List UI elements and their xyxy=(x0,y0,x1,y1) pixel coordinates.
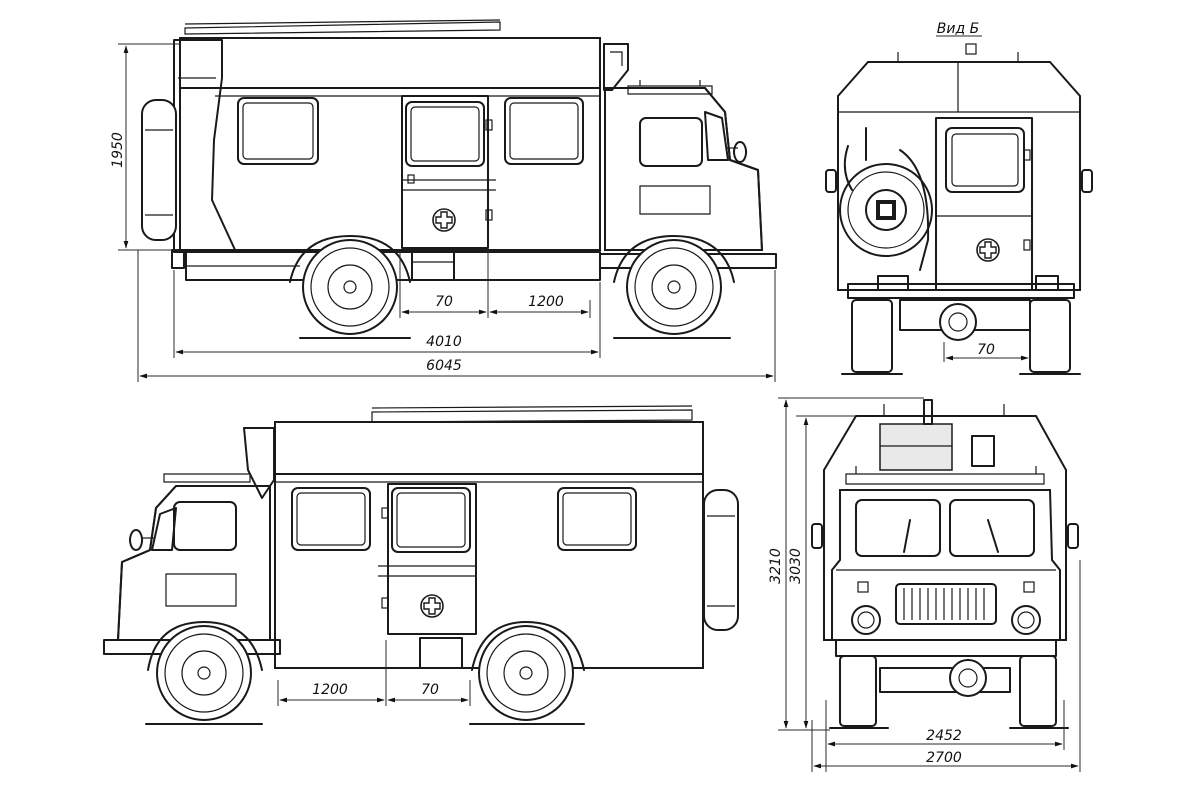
grille xyxy=(895,583,997,625)
mirror xyxy=(733,141,748,163)
body-window-1 xyxy=(237,97,319,165)
rear-wheel-2 xyxy=(478,625,574,721)
dim-rear-offset: 70 xyxy=(977,342,995,358)
windshield-left xyxy=(855,499,941,557)
roof-rack xyxy=(184,21,501,35)
rear-right-wheel xyxy=(1029,299,1071,373)
snorkel xyxy=(603,43,629,91)
step-box xyxy=(411,251,455,281)
body-window-b1 xyxy=(291,487,371,551)
windshield-right xyxy=(949,499,1035,557)
spare-tank xyxy=(141,99,177,241)
roof-rack-2 xyxy=(371,409,693,423)
roof-equipment xyxy=(879,423,953,471)
rear-door xyxy=(935,117,1033,291)
view-label: Вид Б xyxy=(937,21,979,37)
rear-wheel xyxy=(302,239,398,335)
dim-overall-height: 3210 xyxy=(768,548,784,584)
rear-view: Вид Б xyxy=(825,21,1093,375)
cab-2 xyxy=(116,485,271,641)
body-window-2 xyxy=(405,101,485,167)
front-wheel xyxy=(626,239,722,335)
front-cab xyxy=(831,489,1061,641)
snorkel-2 xyxy=(243,427,275,499)
dim-window-span: 1200 xyxy=(528,294,564,310)
body-window-3 xyxy=(504,97,584,165)
cab-window xyxy=(639,117,703,167)
rear-left-wheel xyxy=(851,299,893,373)
dim-door-gap-2: 70 xyxy=(421,682,439,698)
headlight-right xyxy=(1011,605,1041,635)
dim-body-length: 4010 xyxy=(426,334,462,350)
side-door xyxy=(401,95,489,249)
spare-tank-2 xyxy=(703,489,739,631)
dim-window-span-2: 1200 xyxy=(312,682,348,698)
side-view-top: 1950 70 1200 4010 6045 xyxy=(110,19,777,382)
dim-body-height: 3030 xyxy=(788,548,804,584)
dim-track: 2452 xyxy=(926,728,962,744)
body-window-b3 xyxy=(557,487,637,551)
front-view: 3210 3030 2452 2700 xyxy=(768,397,1081,772)
front-right-wheel xyxy=(1019,655,1057,727)
cab xyxy=(604,87,764,251)
headlight-left xyxy=(851,605,881,635)
front-wheel-2 xyxy=(156,625,252,721)
side-door-2 xyxy=(387,483,477,635)
dim-overall-length: 6045 xyxy=(426,358,462,374)
ambulance-body xyxy=(179,37,601,251)
dim-overall-width: 2700 xyxy=(926,750,962,766)
dim-side-height: 1950 xyxy=(110,132,126,168)
body-window-b2 xyxy=(391,487,471,553)
dim-door-gap: 70 xyxy=(435,294,453,310)
side-view-bottom: 1200 70 xyxy=(103,405,739,725)
front-left-wheel xyxy=(839,655,877,727)
